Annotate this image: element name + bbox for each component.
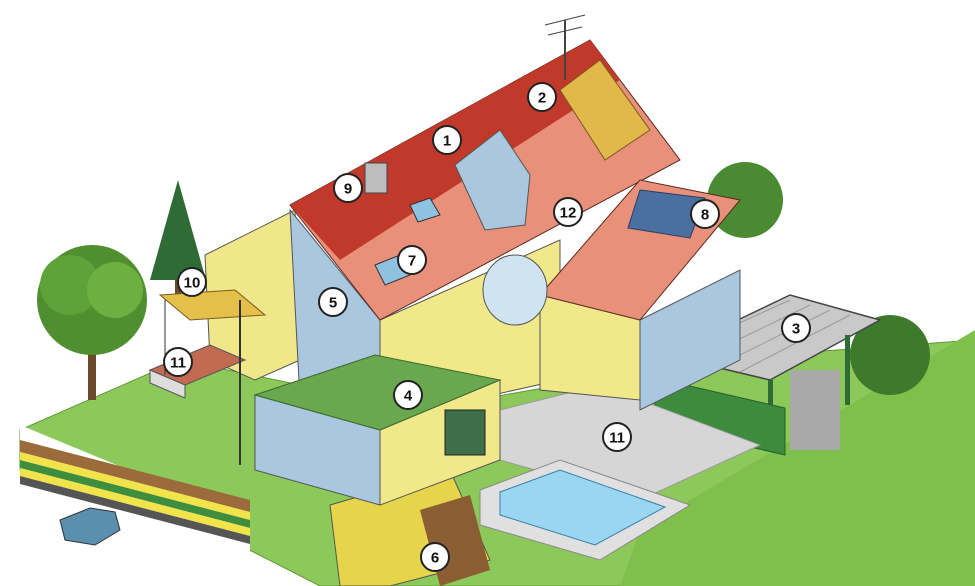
callout-c12: 12	[554, 198, 582, 226]
callout-number: 4	[404, 388, 413, 405]
callout-number: 1	[443, 133, 451, 150]
callout-number: 3	[792, 321, 800, 338]
callout-c8: 8	[691, 200, 719, 228]
callout-c2: 2	[528, 83, 556, 111]
callout-c6: 6	[421, 543, 449, 571]
callout-number: 9	[344, 181, 352, 198]
callout-number: 6	[431, 550, 439, 567]
callout-number: 12	[560, 205, 577, 222]
deciduous-tree	[37, 245, 147, 400]
callout-c9: 9	[334, 174, 362, 202]
callout-c10: 10	[178, 268, 206, 296]
callout-number: 7	[408, 253, 416, 270]
callout-number: 11	[609, 430, 625, 447]
callout-c5: 5	[319, 288, 347, 316]
callout-number: 8	[701, 207, 709, 224]
callout-number: 2	[538, 90, 546, 107]
callout-number: 11	[170, 355, 186, 372]
callout-number: 5	[329, 295, 337, 312]
callout-c11b: 11	[603, 423, 631, 451]
chimney	[365, 163, 387, 193]
callout-number: 10	[184, 275, 201, 292]
round-window	[483, 255, 547, 325]
callout-c1: 1	[433, 126, 461, 154]
callout-c11a: 11	[164, 348, 192, 376]
callout-c4: 4	[394, 381, 422, 409]
callout-c7: 7	[398, 246, 426, 274]
callout-c3: 3	[782, 314, 810, 342]
